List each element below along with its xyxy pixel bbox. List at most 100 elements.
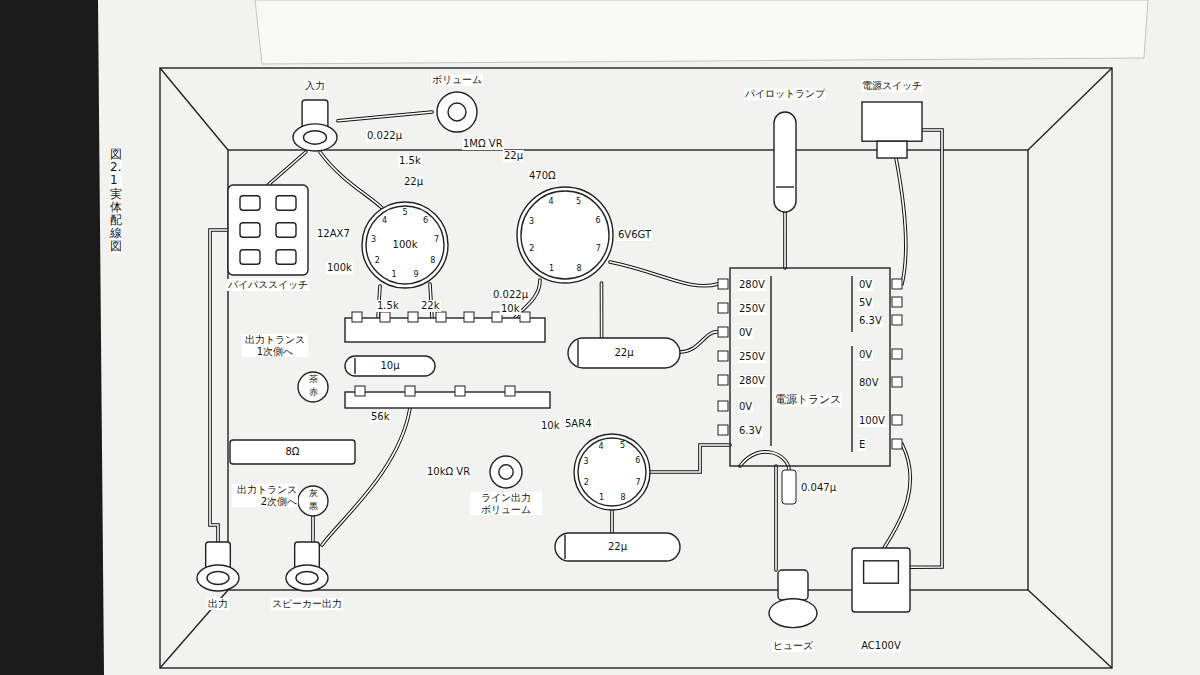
part-value: 1.5k (398, 155, 422, 167)
switch-shape (228, 185, 308, 275)
terminal-lug (455, 386, 465, 396)
wire-core (210, 230, 228, 542)
pin-number: 9 (412, 270, 419, 279)
pin-number: 8 (576, 264, 583, 273)
chassis-corner (160, 590, 228, 668)
wire (896, 158, 906, 284)
wire-core (601, 283, 603, 338)
wire (740, 452, 789, 470)
jack-shape (196, 542, 240, 592)
wire (884, 444, 910, 548)
pin-number: 8 (619, 493, 626, 502)
pin-number: 3 (528, 217, 535, 226)
output-jack: 出力 (196, 542, 240, 592)
wire-connector (785, 212, 786, 268)
wire-connector (268, 152, 306, 185)
lamp-part (774, 112, 796, 212)
part-value: 100k (326, 262, 353, 274)
wire-connector (601, 283, 602, 338)
part-label: 出力 (207, 598, 229, 610)
wire (896, 158, 906, 284)
inlet-shape (852, 548, 910, 612)
wire-core (338, 112, 432, 121)
wire-outline (774, 466, 778, 570)
tap-label: 250V (738, 351, 766, 363)
jack-part (296, 572, 318, 585)
jack-part (286, 565, 328, 591)
inlet-part (852, 548, 910, 612)
part-label: 10μ (379, 360, 400, 372)
part-label: 黒 (308, 501, 319, 511)
part-value: 22μ (503, 150, 524, 162)
part-value: 100k (392, 239, 419, 251)
jack-part (197, 565, 239, 591)
part-label: ライン出力 ボリューム (470, 492, 542, 515)
lamp-shape (774, 112, 796, 212)
pin-number: 5 (575, 197, 582, 206)
wire (320, 152, 382, 208)
part-label: 赤 (308, 387, 319, 397)
part-label: 出力トランス 1次側へ (242, 334, 308, 357)
pin-number: 6 (634, 456, 641, 465)
terminal-lug (892, 377, 902, 387)
speaker-jack: スピーカー出力 (285, 542, 329, 592)
cap-part (577, 340, 578, 366)
pin-number: 5 (401, 208, 408, 217)
terminal-lug (718, 375, 728, 385)
tube-socket: 6V6GT (517, 187, 613, 283)
fuse-part (769, 599, 817, 628)
pin-number: 2 (528, 244, 535, 253)
part-value: 22μ (403, 176, 424, 188)
tube-socket: 5AR4 (574, 434, 650, 510)
switch-part (240, 223, 260, 237)
cap-part (345, 356, 435, 376)
power-switch: 電源スイッチ (862, 102, 922, 158)
terminal-lug (892, 297, 902, 307)
socket-part (362, 202, 448, 288)
terminal-lug (718, 425, 728, 435)
pin-number: 5 (619, 441, 626, 450)
pin-number: 1 (598, 493, 605, 502)
book-page (98, 0, 1200, 675)
line-volume-pot: 10kΩ VRライン出力 ボリューム (490, 456, 522, 488)
part-label: 出力トランス 2次側へ (232, 484, 298, 507)
terminal-lug (408, 312, 418, 322)
switch-part (240, 250, 260, 264)
figure-title: 図2.1 実体配線図 (110, 148, 122, 254)
part-label: 入力 (304, 80, 326, 92)
tap-label: 6.3V (858, 315, 883, 327)
jack-shape (292, 100, 338, 152)
inlet-part (864, 561, 899, 583)
part-label: バイパススイッチ (227, 279, 309, 291)
tap-label: 80V (858, 377, 880, 389)
chassis-corner (160, 68, 228, 150)
part-label: ボリューム (431, 74, 483, 86)
part-value: 0.022μ (492, 289, 529, 301)
fuse-shape (768, 570, 818, 630)
jack-part (304, 131, 327, 145)
terminal-lug (892, 439, 902, 449)
terminal-lug (718, 279, 728, 289)
part-label: AC100V (860, 640, 902, 652)
fuse-holder: ヒューズ (768, 570, 818, 630)
wire (740, 452, 789, 470)
transformer-lugs (718, 279, 902, 449)
wire-outline (600, 283, 604, 338)
socket-part (521, 191, 609, 279)
part-value: 470Ω (528, 170, 557, 182)
terminal-strip (345, 392, 550, 408)
socket-part (366, 206, 444, 284)
tap-label: 0V (738, 327, 753, 339)
winding-bracket (851, 276, 852, 332)
tap-label: E (858, 439, 866, 451)
wire-connector (338, 112, 432, 121)
lamp-part (776, 186, 794, 187)
terminal-lug (718, 401, 728, 411)
terminal-lugs (355, 386, 515, 396)
jack-shape (285, 542, 329, 592)
part-label: 22μ (607, 541, 628, 553)
chassis-corner (1028, 68, 1112, 150)
wire-connector (650, 445, 730, 472)
pilot-lamp: パイロットランプ (774, 112, 796, 212)
chassis-outline (160, 68, 1112, 668)
